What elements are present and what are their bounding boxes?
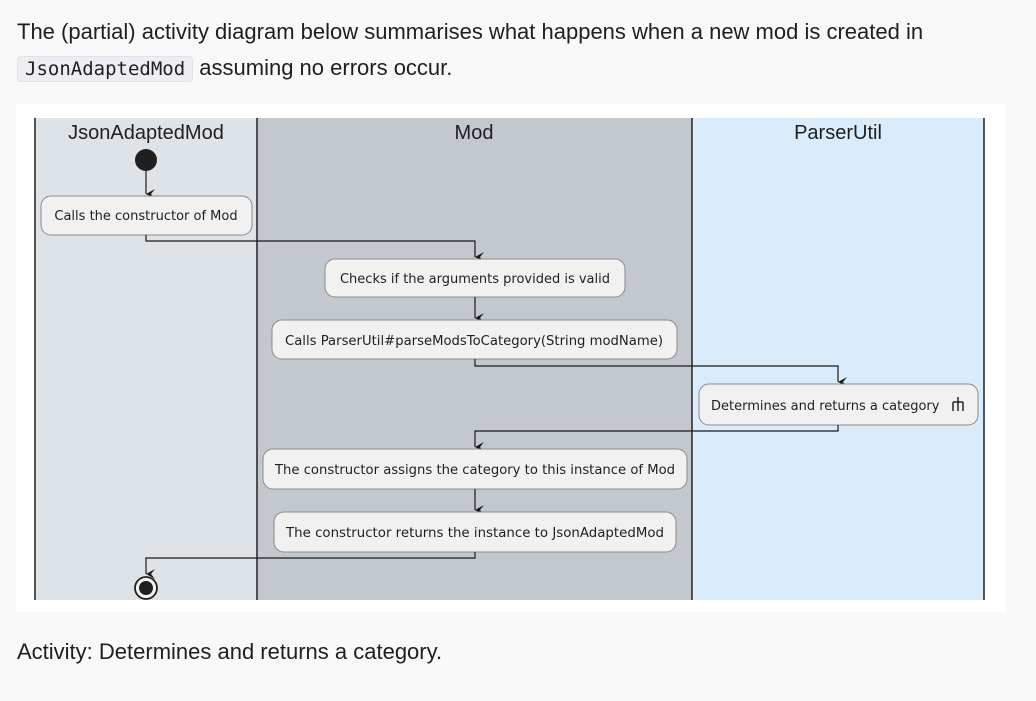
action-label: Determines and returns a category [711, 399, 940, 414]
lane-parserutil [692, 118, 984, 600]
action-label: Calls ParserUtil#parseModsToCategory(Str… [285, 334, 663, 349]
action-label: The constructor returns the instance to … [285, 526, 664, 541]
intro-text-end: assuming no errors occur. [199, 55, 453, 80]
inline-code: JsonAdaptedMod [17, 56, 194, 82]
activity-diagram-svg: JsonAdaptedMod Mod ParserUtil Calls the … [34, 118, 985, 600]
lane-title-jsonadaptedmod: JsonAdaptedMod [68, 122, 224, 144]
lane-title-mod: Mod [455, 122, 494, 144]
activity-diagram: JsonAdaptedMod Mod ParserUtil Calls the … [16, 104, 1006, 612]
intro-paragraph: The (partial) activity diagram below sum… [17, 14, 1017, 87]
action-label: The constructor assigns the category to … [274, 463, 675, 478]
caption: Activity: Determines and returns a categ… [17, 639, 443, 664]
action-label: Checks if the arguments provided is vali… [340, 272, 610, 287]
intro-text: The (partial) activity diagram below sum… [17, 19, 924, 44]
lane-title-parserutil: ParserUtil [794, 122, 882, 144]
start-node [135, 149, 157, 171]
action-label: Calls the constructor of Mod [54, 209, 237, 224]
end-node [134, 576, 158, 600]
rake-icon [952, 397, 964, 411]
